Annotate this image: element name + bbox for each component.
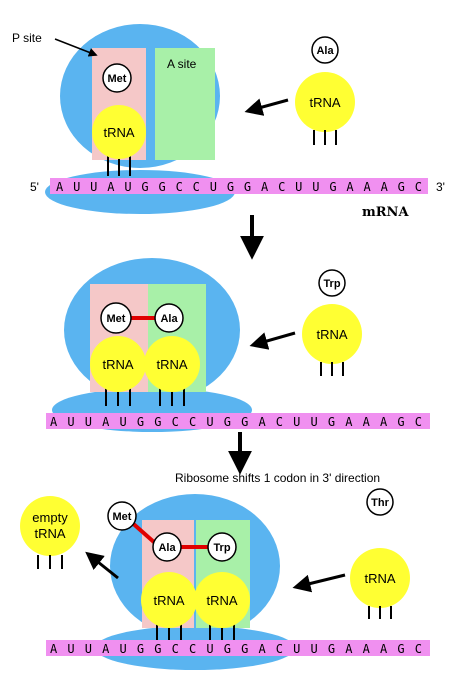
three-prime-label: 3' xyxy=(436,180,445,194)
empty-trna-label-line1: empty xyxy=(32,510,68,525)
five-prime-label: 5' xyxy=(30,180,39,194)
amino-acid-trp-label: Trp xyxy=(323,278,340,290)
amino-acid-thr-label: Thr xyxy=(371,497,389,509)
stage-3: tRNA tRNA Met Ala Trp empty tRNA xyxy=(20,488,430,670)
mrna-strand-3 xyxy=(46,640,430,656)
amino-acid-met-label: Met xyxy=(107,313,126,325)
p-site-label: P site xyxy=(12,31,42,45)
mrna-sequence-3: A U U A U G G C C U G G A C U U G A A A … xyxy=(50,642,422,656)
trna-met-p-site: tRNA xyxy=(90,336,146,406)
amino-acid-met xyxy=(107,501,137,531)
trna-label: tRNA xyxy=(153,593,184,608)
empty-trna-label-line2: tRNA xyxy=(34,526,65,541)
trna-label: tRNA xyxy=(103,125,134,140)
amino-acid-ala xyxy=(154,303,184,333)
amino-acid-trp-label: Trp xyxy=(213,542,230,554)
amino-acid-ala-label: Ala xyxy=(158,542,176,554)
stage-2: tRNA tRNA Met Ala Trp tRNA A U U A U xyxy=(46,258,430,432)
trna-empty-leaving: empty tRNA xyxy=(20,496,80,569)
trna-met-p-site: tRNA Met xyxy=(92,63,146,176)
trna-label: tRNA xyxy=(316,327,347,342)
amino-acid-met xyxy=(100,302,132,334)
a-site-label: A site xyxy=(167,57,197,71)
amino-acid-met-label: Met xyxy=(113,511,132,523)
arrow-empty-trna-exit xyxy=(85,551,119,580)
stage-1: A site P site tRNA Met Ala tRNA 5' A U xyxy=(12,24,445,220)
trna-ala-incoming: Ala tRNA xyxy=(295,36,355,145)
amino-acid-trp xyxy=(207,532,237,562)
p-site-pointer-arrow xyxy=(54,38,98,57)
trna-trp-incoming: Trp tRNA xyxy=(302,269,362,376)
trna-label: tRNA xyxy=(309,95,340,110)
arrow-ala-to-ribosome xyxy=(244,98,289,116)
arrow-thr-to-ribosome xyxy=(292,573,346,593)
trna-label: tRNA xyxy=(156,357,187,372)
trna-ala-p-site: tRNA xyxy=(141,572,197,642)
trna-label: tRNA xyxy=(364,571,395,586)
trna-trp-a-site: tRNA xyxy=(194,572,250,642)
amino-acid-ala-label: Ala xyxy=(160,313,178,325)
trna-thr-incoming: Thr tRNA xyxy=(350,488,410,619)
mrna-sequence-2: A U U A U G G C C U G G A C U U G A A A … xyxy=(50,415,422,429)
amino-acid-met xyxy=(102,63,132,93)
amino-acid-met-label: Met xyxy=(108,73,127,85)
mrna-strand-1 xyxy=(50,178,428,194)
trna-ala-a-site: tRNA xyxy=(144,336,200,406)
amino-acid-thr xyxy=(366,488,394,516)
mrna-strand-2 xyxy=(46,413,430,429)
amino-acid-ala xyxy=(311,36,339,64)
amino-acid-ala-label: Ala xyxy=(316,45,334,57)
arrow-trp-to-ribosome xyxy=(249,331,296,350)
mrna-sequence-1: A U U A U G G C C U G G A C U U G A A A … xyxy=(56,180,422,194)
trna-label: tRNA xyxy=(102,357,133,372)
amino-acid-trp xyxy=(318,269,346,297)
mrna-label: mRNA xyxy=(362,205,409,220)
amino-acid-ala xyxy=(152,532,182,562)
trna-label: tRNA xyxy=(206,593,237,608)
a-site xyxy=(155,48,215,160)
ribosome-shift-caption: Ribosome shifts 1 codon in 3' direction xyxy=(175,471,380,485)
